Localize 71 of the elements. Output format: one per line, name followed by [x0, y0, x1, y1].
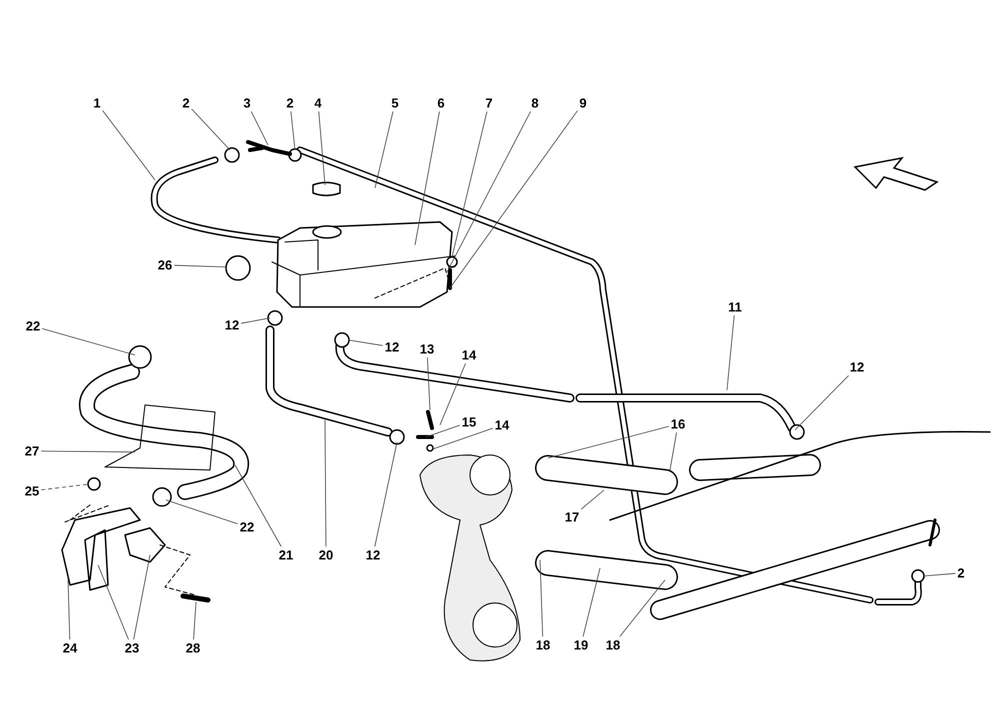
callout-number: 23 [124, 640, 140, 656]
callout-number: 2 [181, 96, 191, 110]
leader-line [42, 328, 136, 356]
leader-line [290, 111, 296, 150]
leader-line [324, 420, 326, 547]
callout-number: 3 [242, 96, 252, 110]
leader-line [540, 560, 544, 637]
leader-line [318, 111, 326, 186]
leader-line [40, 450, 136, 452]
leader-line [348, 340, 384, 346]
callout-number: 26 [156, 258, 174, 272]
callout-number: 4 [313, 96, 323, 110]
leader-line [726, 315, 735, 390]
callout-number: 17 [564, 510, 580, 524]
callout-number: 22 [238, 520, 256, 534]
leader-line [174, 264, 226, 268]
leader-line [794, 375, 850, 430]
callout-number: 12 [384, 340, 400, 354]
callout-number: 27 [24, 444, 40, 458]
leader-line [166, 500, 238, 524]
callout-number: 2 [285, 96, 295, 110]
leader-line [426, 424, 460, 438]
leader-line [98, 564, 129, 640]
callout-number: 24 [62, 640, 78, 656]
callout-number: 18 [534, 638, 552, 652]
callout-number: 28 [184, 640, 202, 656]
leader-line [580, 490, 604, 510]
leader-line [432, 428, 494, 450]
leader-line [670, 432, 677, 470]
callout-number: 20 [318, 548, 334, 562]
callout-number: 18 [604, 638, 622, 652]
callout-number: 1 [92, 96, 102, 110]
leader-line [427, 357, 430, 410]
leader-line [452, 111, 488, 258]
callout-number: 13 [418, 342, 436, 356]
leader-line [191, 108, 230, 150]
leader-line [374, 442, 398, 547]
callout-number: 7 [484, 96, 494, 110]
leader-line [102, 110, 156, 180]
leader-line [374, 111, 394, 188]
leader-line [193, 602, 196, 640]
callout-number: 8 [530, 96, 540, 110]
callout-number: 21 [278, 548, 294, 562]
callout-number: 12 [364, 548, 382, 562]
leader-line [582, 568, 600, 637]
callout-number: 9 [578, 96, 588, 110]
leader-line [548, 426, 670, 458]
leader-line [133, 554, 150, 640]
callout-number: 22 [24, 318, 42, 334]
leader-line [234, 464, 282, 547]
leader-line [619, 580, 666, 637]
callout-number: 14 [494, 418, 510, 432]
callout-number: 15 [460, 414, 478, 430]
callout-number: 11 [727, 300, 743, 314]
callout-number: 16 [670, 416, 686, 432]
callout-number: 2 [956, 566, 966, 580]
callout-number: 5 [390, 96, 400, 110]
callout-number: 14 [460, 348, 478, 362]
leader-line [240, 318, 270, 324]
leader-line [440, 363, 466, 426]
leader-line [68, 578, 70, 640]
callout-number: 25 [24, 484, 40, 498]
callout-number: 6 [436, 96, 446, 110]
leader-line [450, 110, 578, 288]
callout-number: 19 [572, 638, 590, 652]
callout-number: 12 [224, 318, 240, 332]
leader-line [446, 111, 531, 272]
leader-line [924, 573, 956, 576]
callout-number: 12 [848, 360, 866, 374]
leader-line [250, 111, 268, 146]
leader-line [414, 111, 440, 246]
